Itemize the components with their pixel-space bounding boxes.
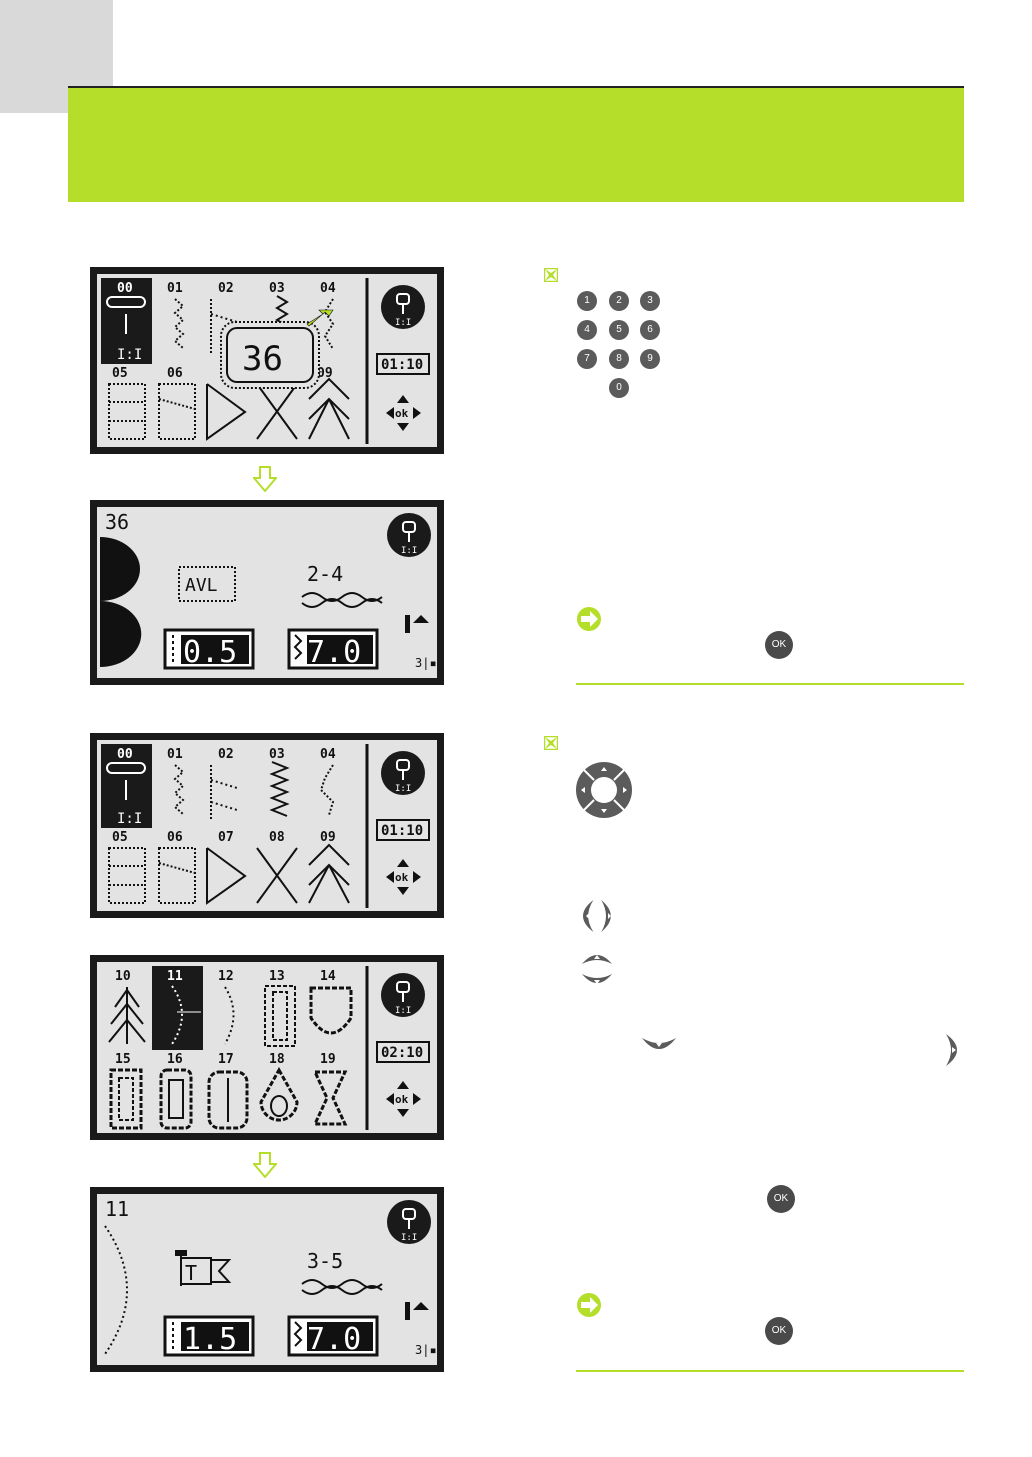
pointer-arrow-icon	[306, 309, 334, 327]
stitch-width-value: 7.0	[307, 635, 361, 670]
keypad-key-7[interactable]: 7	[577, 349, 597, 369]
stitch-number: 04	[320, 281, 336, 296]
lcd-stitch-detail-36: 36 AVL 2-4 0.5 7.0 I:I 3|▪	[90, 500, 444, 685]
stitch-number: 07	[218, 830, 234, 845]
stitch-number: 12	[218, 969, 234, 984]
keypad-key-0[interactable]: 0	[609, 378, 629, 398]
ok-nav-label: ok	[395, 407, 409, 420]
stitch-number: 18	[269, 1052, 285, 1067]
svg-text:I:I: I:I	[395, 318, 411, 328]
stitch-number: 01	[167, 281, 183, 296]
lcd-screen-1: 00 01 02 03 04 I:I 05 06 09 36	[101, 278, 430, 444]
down-key-icon[interactable]	[640, 1036, 678, 1056]
keypad-key-3[interactable]: 3	[640, 291, 660, 311]
ok-button[interactable]: OK	[765, 631, 793, 659]
clock-display: 01:10	[381, 357, 423, 373]
keypad-key-1[interactable]: 1	[577, 291, 597, 311]
section-divider	[576, 1370, 964, 1372]
chapter-banner	[68, 86, 964, 202]
keypad-key-4[interactable]: 4	[577, 320, 597, 340]
keypad-key-6[interactable]: 6	[640, 320, 660, 340]
lcd-stitch-menu-1: 00 01 02 03 04 I:I 05 06 09 36	[90, 267, 444, 454]
keypad-key-5[interactable]: 5	[609, 320, 629, 340]
stitch-length-value: 1.5	[183, 1322, 237, 1357]
lcd-stitch-menu-3: 10 11 12 13 14 15 16 17 18 19 I:I	[90, 955, 444, 1140]
stitch-number: 02	[218, 281, 234, 296]
stitch-number: 17	[218, 1052, 234, 1067]
presser-foot-label: T	[185, 1261, 197, 1285]
arrow-right-circle-icon	[577, 1293, 601, 1317]
presser-foot-label: AVL	[185, 575, 218, 596]
ok-button[interactable]: OK	[765, 1317, 793, 1345]
stitch-number: 02	[218, 747, 234, 762]
ok-button[interactable]: OK	[767, 1185, 795, 1213]
lcd-stitch-detail-11: 11 T 3-5 1.5 7.0 I:I 3|▪	[90, 1187, 444, 1372]
stitch-number: 05	[112, 366, 128, 381]
left-right-keys-icon[interactable]	[576, 898, 620, 934]
ok-nav-label: ok	[395, 871, 409, 884]
stitch-width-value: 7.0	[307, 1322, 361, 1357]
svg-text:I:I: I:I	[117, 811, 142, 827]
down-arrow-icon	[253, 1152, 277, 1178]
keypad-key-9[interactable]: 9	[640, 349, 660, 369]
stitch-number: 16	[167, 1052, 183, 1067]
svg-text:3|▪: 3|▪	[415, 656, 437, 670]
stitch-number-popup: 36	[242, 339, 283, 379]
stitch-length-value: 0.5	[183, 635, 237, 670]
stitch-number: 14	[320, 969, 336, 984]
stitch-number: 06	[167, 366, 183, 381]
navigation-wheel-icon[interactable]	[575, 761, 633, 819]
stitch-number: 09	[317, 366, 333, 381]
stitch-number: 11	[105, 1197, 129, 1221]
svg-text:I:I: I:I	[401, 546, 417, 556]
keypad-key-8[interactable]: 8	[609, 349, 629, 369]
stitch-number: 09	[320, 830, 336, 845]
stitch-number: 05	[112, 830, 128, 845]
section-marker-icon	[544, 268, 558, 282]
stitch-number: 01	[167, 747, 183, 762]
stitch-number: 06	[167, 830, 183, 845]
needle-up-icon	[405, 615, 410, 633]
section-marker-icon	[544, 736, 558, 750]
stitch-number: 00	[117, 747, 133, 762]
clock-display: 02:10	[381, 1045, 423, 1061]
lcd-stitch-menu-2: 00 01 02 03 04 I:I 05 06 07 08 09 I:	[90, 733, 444, 918]
svg-text:I:I: I:I	[401, 1233, 417, 1243]
stitch-number: 03	[269, 747, 285, 762]
lcd-screen-3: 00 01 02 03 04 I:I 05 06 07 08 09 I:	[101, 744, 430, 908]
down-arrow-icon	[253, 466, 277, 492]
keypad-key-2[interactable]: 2	[609, 291, 629, 311]
arrow-right-circle-icon	[577, 607, 601, 631]
lcd-screen-5: 11 T 3-5 1.5 7.0 I:I 3|▪	[104, 1197, 437, 1357]
right-key-icon[interactable]	[944, 1032, 964, 1068]
svg-text:I:I: I:I	[117, 347, 142, 363]
needle-up-icon	[405, 1302, 410, 1320]
tension-value: 2-4	[307, 562, 343, 586]
stitch-number: 36	[105, 510, 129, 534]
lcd-screen-4: 10 11 12 13 14 15 16 17 18 19 I:I	[108, 966, 430, 1130]
stitch-number: 19	[320, 1052, 336, 1067]
svg-text:3|▪: 3|▪	[415, 1343, 437, 1357]
clock-display: 01:10	[381, 823, 423, 839]
stitch-number: 11	[167, 969, 183, 984]
section-divider	[576, 683, 964, 685]
stitch-number: 03	[269, 281, 285, 296]
stitch-number: 15	[115, 1052, 131, 1067]
stitch-number: 00	[117, 281, 133, 296]
tension-value: 3-5	[307, 1249, 343, 1273]
ok-nav-label: ok	[395, 1093, 409, 1106]
stitch-number: 08	[269, 830, 285, 845]
stitch-number: 13	[269, 969, 285, 984]
svg-text:I:I: I:I	[395, 1006, 411, 1016]
stitch-number: 04	[320, 747, 336, 762]
up-down-keys-icon[interactable]	[580, 946, 614, 992]
stitch-number: 10	[115, 969, 131, 984]
lcd-screen-2: 36 AVL 2-4 0.5 7.0 I:I 3|▪	[100, 510, 437, 670]
svg-text:I:I: I:I	[395, 784, 411, 794]
